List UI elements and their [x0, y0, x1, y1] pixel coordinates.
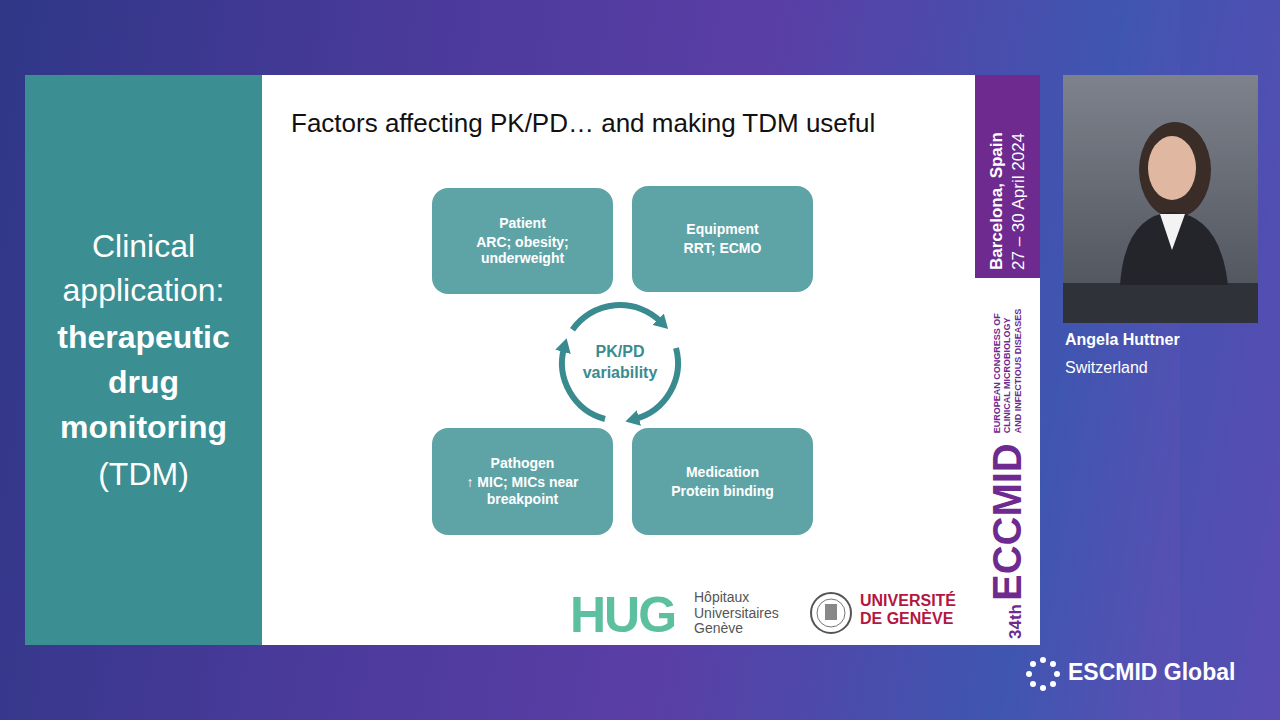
- factor-box: Pathogen ↑ MIC; MICs near breakpoint: [432, 428, 613, 535]
- slide-title: Factors affecting PK/PD… and making TDM …: [291, 108, 971, 139]
- node-heading: PK/PD variability: [565, 342, 675, 384]
- speaker-name: Angela Huttner: [1065, 331, 1180, 349]
- logo-text: UNIVERSITÉ DE GENÈVE: [860, 592, 972, 627]
- university-seal: [811, 593, 851, 633]
- congress-band: [975, 75, 1040, 278]
- factor-box: PatientARC; obesity; underweight: [432, 188, 613, 294]
- rotated-frame: Barcelona, Spain27 – 30 April 2024: [975, 75, 1040, 278]
- cycle-arrow: [573, 305, 662, 330]
- congress-edition: 34th: [1006, 604, 1026, 639]
- node-heading: Equipment: [686, 221, 758, 238]
- rotated-frame: 34th ECCMID EUROPEAN CONGRESS OF CLINICAL …: [975, 278, 1040, 645]
- congress-name: ECCMID: [985, 443, 1030, 601]
- node-body: ↑ MIC; MICs near breakpoint: [460, 474, 585, 508]
- logo-wordmark: HUG: [570, 586, 675, 644]
- node-heading: Patient: [499, 215, 546, 232]
- congress-dates: 27 – 30 April 2024: [1008, 133, 1029, 270]
- node-heading: Pathogen: [491, 455, 555, 472]
- factor-box: MedicationProtein binding: [632, 428, 813, 535]
- congress-name-group: 34th ECCMID EUROPEAN CONGRESS OF CLINICAL …: [975, 278, 1040, 645]
- slide-ground: [25, 75, 1040, 645]
- node-body: (TDM): [98, 452, 189, 497]
- factor-box: EquipmentRRT; ECMO: [632, 186, 813, 292]
- congress-place: Barcelona, Spain: [986, 132, 1007, 270]
- node-heading: Clinical application:: [37, 224, 250, 314]
- side-panel: Clinical application:therapeutic drug mo…: [25, 75, 262, 645]
- speaker-country: Switzerland: [1065, 359, 1148, 377]
- brand-name: ESCMID Global: [1068, 659, 1235, 686]
- node-body: ARC; obesity; underweight: [464, 234, 582, 268]
- escmid-logo: [1026, 657, 1060, 691]
- node-heading: Medication: [686, 464, 759, 481]
- logo-text: Hôpitaux Universitaires Genève: [694, 590, 804, 637]
- speaker-video: [1063, 75, 1258, 323]
- congress-subtitle: EUROPEAN CONGRESS OF CLINICAL MICROBIOLO…: [992, 301, 1023, 433]
- cycle-center: PK/PD variability: [565, 333, 675, 393]
- node-body: therapeutic drug monitoring: [37, 315, 250, 449]
- congress-dates-group: Barcelona, Spain27 – 30 April 2024: [975, 75, 1040, 278]
- node-body: Protein binding: [671, 483, 774, 500]
- node-body: RRT; ECMO: [684, 240, 762, 257]
